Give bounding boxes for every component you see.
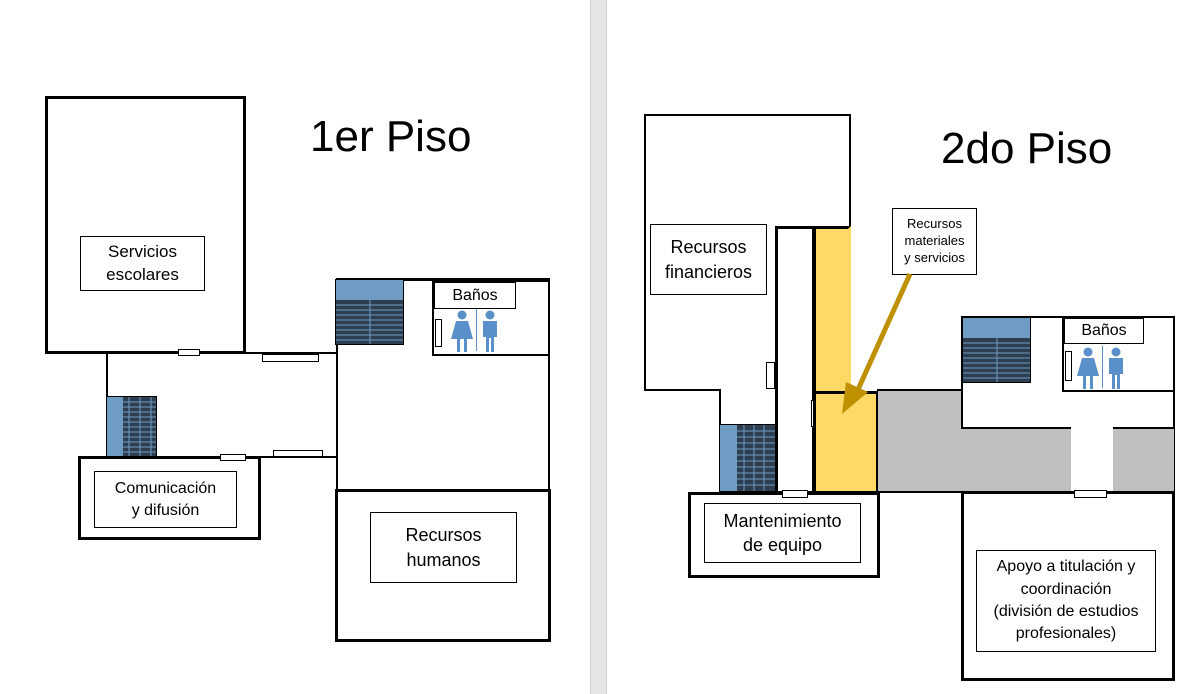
label-apoyo-titulacion: Apoyo a titulación y coordinación (divis…	[976, 550, 1156, 652]
door	[766, 362, 775, 389]
door	[262, 354, 319, 362]
door	[178, 349, 200, 356]
corridor-column	[775, 226, 815, 494]
hall-mid	[258, 456, 338, 458]
hall-connector	[1071, 427, 1113, 493]
door	[273, 450, 323, 457]
stairs-icon	[335, 279, 404, 345]
room-servicios-escolares[interactable]	[45, 96, 246, 354]
label-comunicacion: Comunicación y difusión	[94, 471, 237, 528]
stairs-icon	[106, 396, 157, 458]
restroom-divider	[476, 309, 477, 351]
label-servicios-escolares: Servicios escolares	[80, 236, 205, 291]
door	[435, 319, 442, 347]
corridor-gray-right	[1111, 427, 1175, 493]
restroom-divider	[1102, 346, 1103, 388]
door	[782, 490, 808, 498]
label-banos-1: Baños	[434, 282, 516, 309]
floor-2-title: 2do Piso	[941, 124, 1113, 173]
arrow-icon	[842, 272, 913, 414]
floor-1-title: 1er Piso	[310, 112, 472, 161]
label-banos-2: Baños	[1064, 318, 1144, 344]
stairs-icon	[719, 424, 776, 492]
stairs-icon	[962, 317, 1031, 383]
hall-main	[170, 352, 338, 458]
female-restroom-icon	[1077, 347, 1099, 389]
door	[1065, 351, 1072, 381]
male-restroom-icon	[1109, 347, 1123, 389]
page-gutter	[590, 0, 607, 694]
male-restroom-icon	[483, 310, 497, 352]
door	[1074, 490, 1107, 498]
female-restroom-icon	[451, 310, 473, 352]
floor-1-page: 1er Piso Servicios escolares Comunicació…	[0, 0, 590, 694]
label-mantenimiento: Mantenimiento de equipo	[704, 503, 861, 563]
label-recursos-financieros: Recursos financieros	[650, 224, 767, 295]
floor-2-page: 2do Piso Recursos financieros Recursos m…	[607, 0, 1199, 694]
label-recursos-materiales: Recursos materiales y servicios	[892, 208, 977, 275]
door	[220, 454, 246, 461]
label-recursos-humanos: Recursos humanos	[370, 512, 517, 583]
